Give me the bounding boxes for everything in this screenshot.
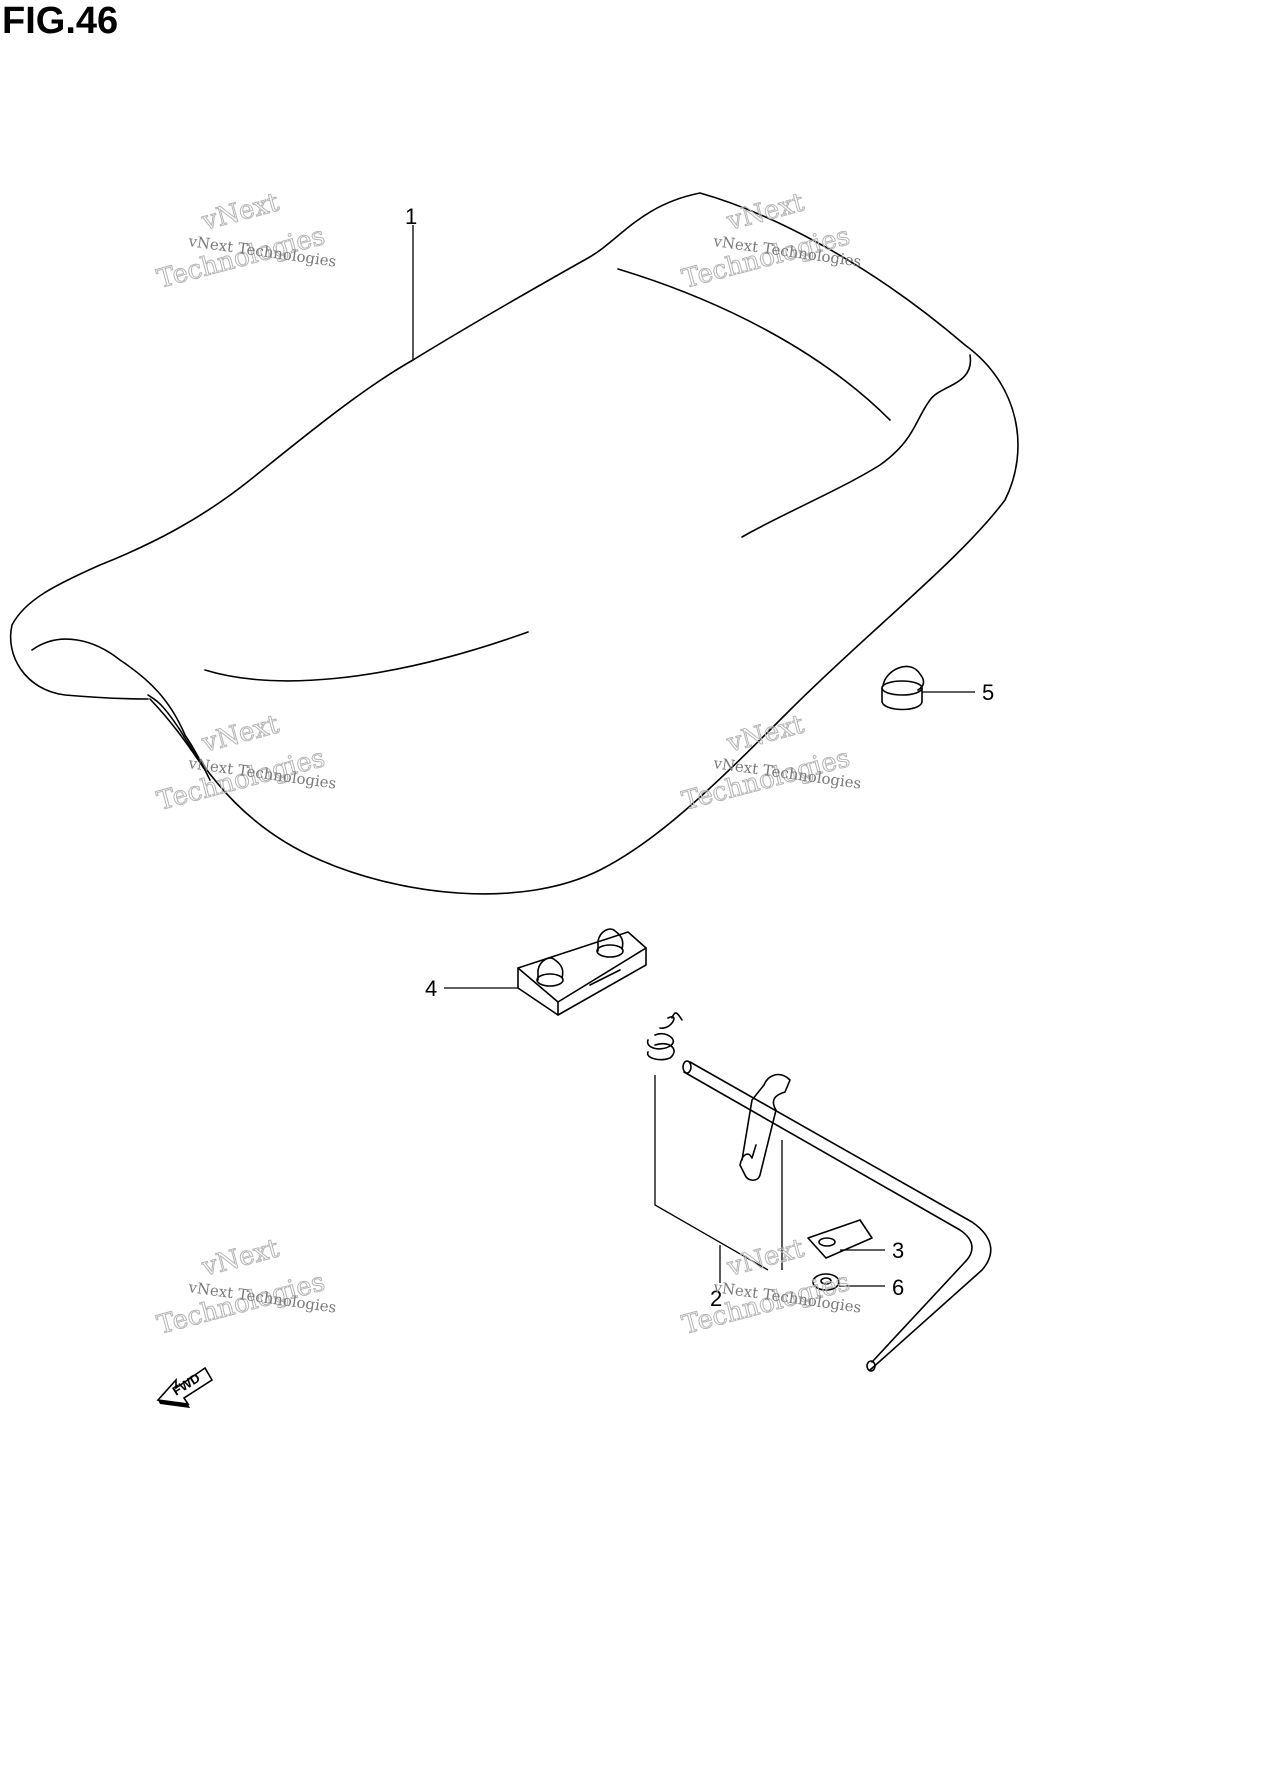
forward-arrow-icon: FWD	[156, 1366, 214, 1408]
svg-text:vNext: vNext	[723, 1233, 808, 1283]
watermark-top-right: vNext Technologies vNext Technologies	[679, 187, 863, 295]
leader-lines	[412, 225, 975, 1287]
svg-text:vNext: vNext	[198, 1233, 283, 1283]
cushion-plate-part[interactable]	[517, 928, 647, 1016]
callout-2: 2	[710, 1286, 722, 1311]
svg-text:vNext: vNext	[723, 187, 808, 237]
callout-3: 3	[892, 1238, 904, 1263]
svg-text:vNext: vNext	[198, 187, 283, 237]
watermark-mid-right: vNext Technologies vNext Technologies	[679, 709, 863, 817]
figure-title: FIG.46	[2, 0, 119, 42]
watermark-bottom-left: vNext Technologies vNext Technologies	[154, 1233, 338, 1341]
washer-part[interactable]	[812, 1273, 840, 1291]
callout-5: 5	[982, 680, 994, 705]
watermark-mid-left: vNext Technologies vNext Technologies	[154, 709, 338, 817]
watermark-top-left: vNext Technologies vNext Technologies	[154, 187, 338, 295]
cushion-stopper-part[interactable]	[881, 665, 925, 711]
callout-4: 4	[425, 976, 437, 1001]
plate-part[interactable]	[807, 1219, 873, 1259]
watermark-bottom-right: vNext Technologies vNext Technologies	[679, 1233, 863, 1341]
callout-6: 6	[892, 1275, 904, 1300]
callout-1: 1	[405, 204, 417, 229]
svg-text:vNext: vNext	[723, 709, 808, 759]
svg-text:vNext: vNext	[198, 709, 283, 759]
seat-lock-part[interactable]	[646, 1012, 992, 1372]
seat-part[interactable]	[9, 192, 1019, 895]
